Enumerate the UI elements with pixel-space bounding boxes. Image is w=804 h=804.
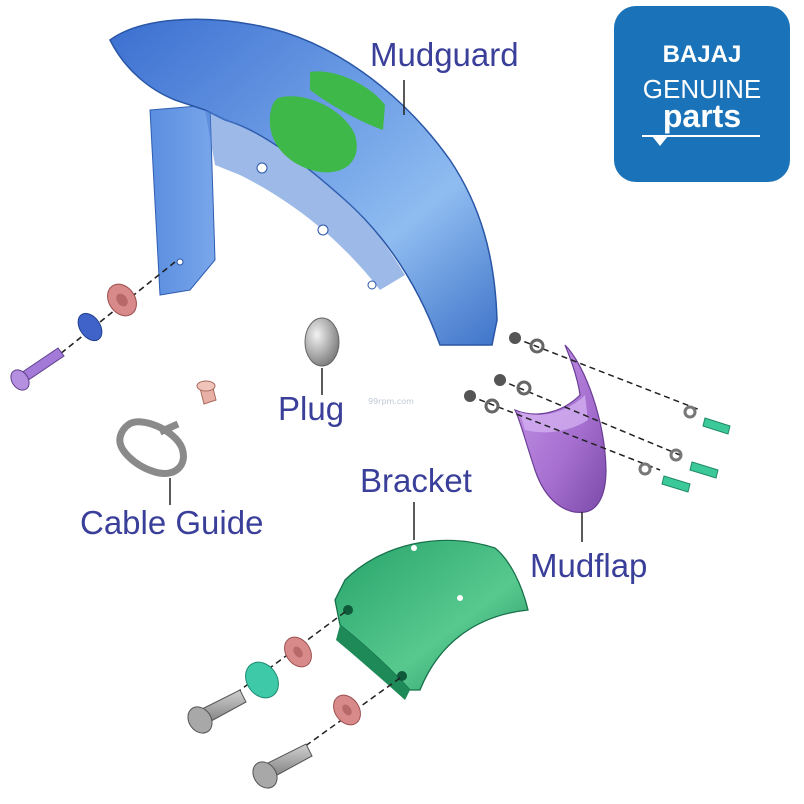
cable-guide-tab — [158, 420, 180, 436]
assembly-line — [264, 677, 401, 776]
bajaj-genuine-parts-logo: BAJAJ GENUINE parts — [614, 6, 790, 182]
screw — [689, 461, 719, 479]
bracket-body — [334, 539, 529, 691]
mudguard-hole — [176, 258, 184, 266]
nut — [464, 390, 476, 402]
washer — [683, 405, 697, 419]
assembly-line — [469, 395, 661, 471]
screw — [702, 417, 731, 435]
washer-hole — [293, 646, 303, 658]
mudflap-fastener-set — [464, 332, 731, 493]
nut — [509, 332, 521, 344]
bracket-fastener-set — [187, 611, 401, 789]
logo-parts: parts — [663, 98, 741, 134]
grommet — [245, 661, 279, 699]
label-bracket: Bracket — [360, 462, 472, 499]
washer — [529, 338, 545, 354]
washer — [669, 448, 683, 462]
bracket-mount-hole — [343, 605, 353, 615]
mudguard-inner-shade — [205, 110, 405, 290]
washer — [484, 398, 500, 414]
label-cable-guide: Cable Guide — [80, 504, 263, 541]
mudguard-green-patch-large — [269, 96, 357, 173]
washer — [516, 380, 532, 396]
label-mudguard: Mudguard — [370, 36, 519, 73]
logo-pointer-icon — [652, 136, 668, 146]
plug-body — [304, 317, 340, 367]
watermark: 99rpm.com — [368, 397, 414, 406]
mudguard-part — [109, 18, 498, 346]
bolt-head — [187, 706, 213, 734]
plug-part — [304, 317, 340, 395]
mudflap-highlight — [520, 395, 588, 433]
mudguard-hole — [256, 162, 268, 174]
mudguard-hole — [317, 224, 329, 236]
label-plug: Plug — [278, 390, 344, 427]
mudguard-side-skirt — [149, 104, 216, 296]
mudguard-hole — [367, 280, 377, 290]
cable-guide-rivet-head — [196, 380, 216, 392]
washer — [638, 462, 652, 476]
bracket-hole — [411, 545, 417, 551]
mudguard-green-patch-small — [310, 71, 385, 130]
logo-genuine: GENUINE — [643, 74, 761, 104]
assembly-line — [514, 337, 701, 411]
assembly-line — [39, 261, 176, 371]
bolt-head — [10, 369, 30, 391]
logo-brand: BAJAJ — [663, 41, 742, 68]
bracket-edge — [336, 625, 410, 700]
mudguard-fastener-set — [10, 261, 176, 391]
bracket-hole — [457, 595, 463, 601]
nut — [494, 374, 506, 386]
mudflap-part — [513, 344, 607, 542]
cable-guide-part — [116, 380, 217, 505]
screw — [661, 475, 691, 493]
grommet — [77, 312, 103, 342]
washer-hole — [342, 704, 352, 716]
bolt-head — [252, 761, 278, 789]
washer-hole — [116, 293, 128, 307]
bracket-part — [334, 502, 529, 700]
label-mudflap: Mudflap — [530, 547, 647, 584]
